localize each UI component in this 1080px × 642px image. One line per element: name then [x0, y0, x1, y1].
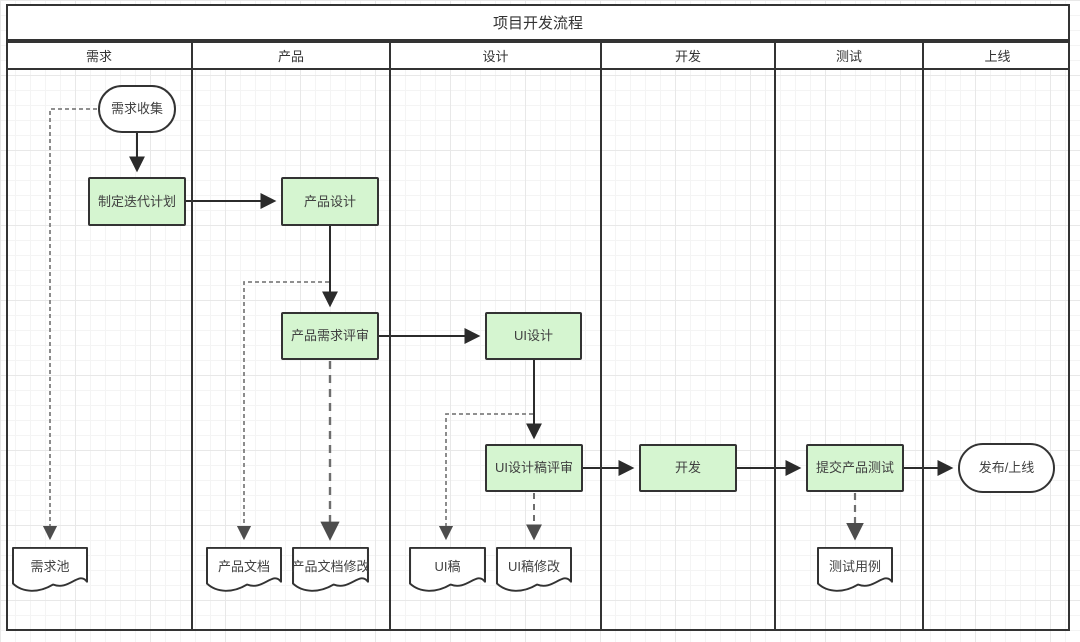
doc-requirement-pool: 需求池: [11, 546, 89, 593]
doc-test-cases: 测试用例: [816, 546, 894, 593]
node-ui-draft-review: UI设计稿评审: [485, 444, 583, 492]
document-shape-icon: [496, 546, 572, 592]
doc-label: 测试用例: [828, 559, 881, 574]
lane-header-requirements: 需求: [85, 49, 112, 64]
doc-label: UI稿: [434, 559, 461, 574]
node-submit-product-testing: 提交产品测试: [806, 444, 904, 492]
lane-header-testing: 测试: [835, 49, 862, 64]
node-product-requirement-review: 产品需求评审: [281, 312, 379, 360]
lane-header-design: 设计: [482, 49, 509, 64]
doc-label: 需求池: [30, 559, 70, 574]
lane-divider-1: [191, 41, 193, 631]
doc-ui-draft-revision: UI稿修改: [495, 546, 573, 593]
document-shape-icon: [292, 546, 369, 592]
diagram-title: 项目开发流程: [492, 15, 583, 32]
node-collect-requirements: 需求收集: [98, 85, 176, 133]
lane-header-development: 开发: [674, 49, 701, 64]
lane-header-row: [6, 41, 1070, 70]
node-product-design: 产品设计: [281, 177, 379, 226]
lane-divider-4: [774, 41, 776, 631]
doc-label: UI稿修改: [507, 559, 560, 574]
lane-divider-3: [600, 41, 602, 631]
node-development: 开发: [639, 444, 737, 492]
lane-divider-2: [389, 41, 391, 631]
lane-header-launch: 上线: [984, 49, 1011, 64]
doc-ui-draft: UI稿: [408, 546, 487, 593]
lane-divider-5: [922, 41, 924, 631]
document-shape-icon: [12, 546, 88, 592]
lane-header-product: 产品: [277, 49, 304, 64]
node-ui-design: UI设计: [485, 312, 582, 360]
document-shape-icon: [817, 546, 893, 592]
doc-product-document-revision: 产品文档修改: [291, 546, 370, 593]
doc-label: 产品文档修改: [291, 559, 370, 574]
document-shape-icon: [206, 546, 282, 592]
node-iteration-plan: 制定迭代计划: [88, 177, 186, 226]
node-release-launch: 发布/上线: [958, 443, 1055, 493]
doc-product-document: 产品文档: [205, 546, 283, 593]
document-shape-icon: [409, 546, 486, 592]
doc-label: 产品文档: [217, 559, 270, 574]
diagram-title-bar: 项目开发流程: [6, 4, 1070, 41]
